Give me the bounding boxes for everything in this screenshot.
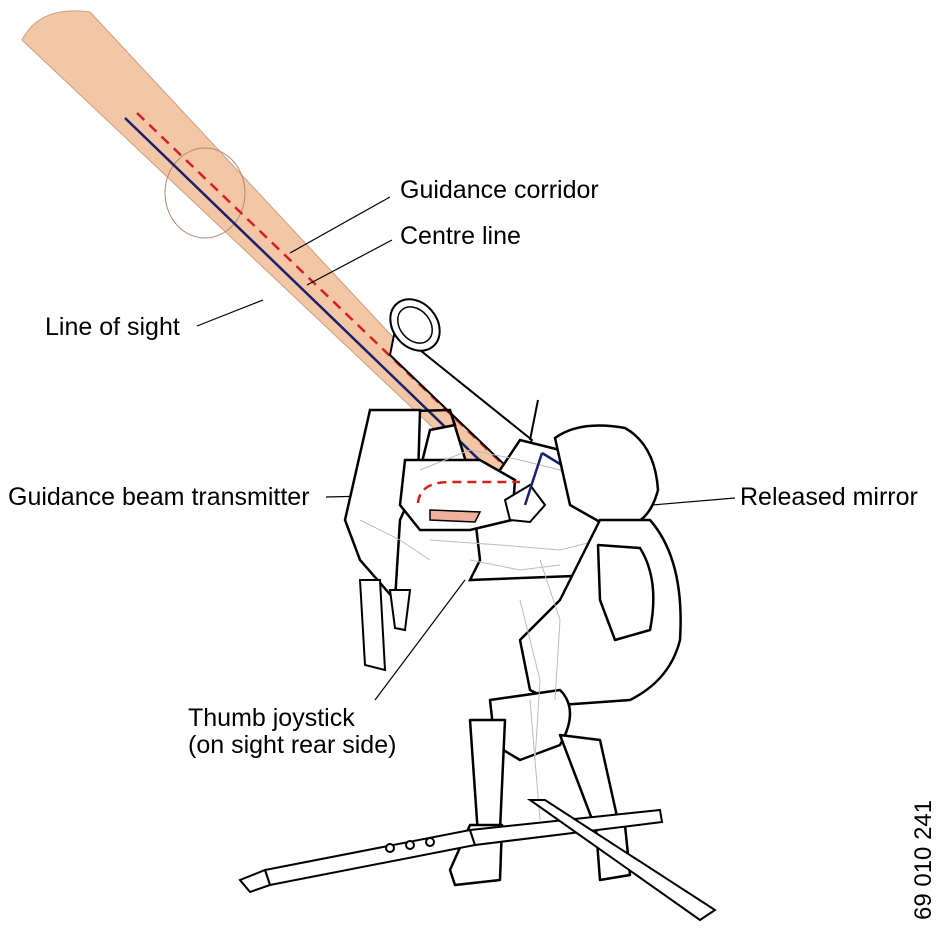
label-line-of-sight: Line of sight [45,313,180,341]
label-released-mirror: Released mirror [740,483,918,511]
leader-line-of-sight [197,300,263,326]
label-guidance-corridor: Guidance corridor [400,176,599,204]
label-thumb-joystick: Thumb joystick [188,704,355,732]
leader-thumb-joystick [375,580,465,700]
label-guidance-beam-transmitter: Guidance beam transmitter [8,483,310,511]
label-centre-line: Centre line [400,222,521,250]
guidance-corridor-cone [22,11,540,505]
antenna [530,400,538,440]
launcher-leg [360,580,410,670]
label-thumb-joystick-note: (on sight rear side) [188,731,396,759]
document-number: 69 010 241 [910,800,938,920]
leader-guidance-corridor [290,197,390,253]
